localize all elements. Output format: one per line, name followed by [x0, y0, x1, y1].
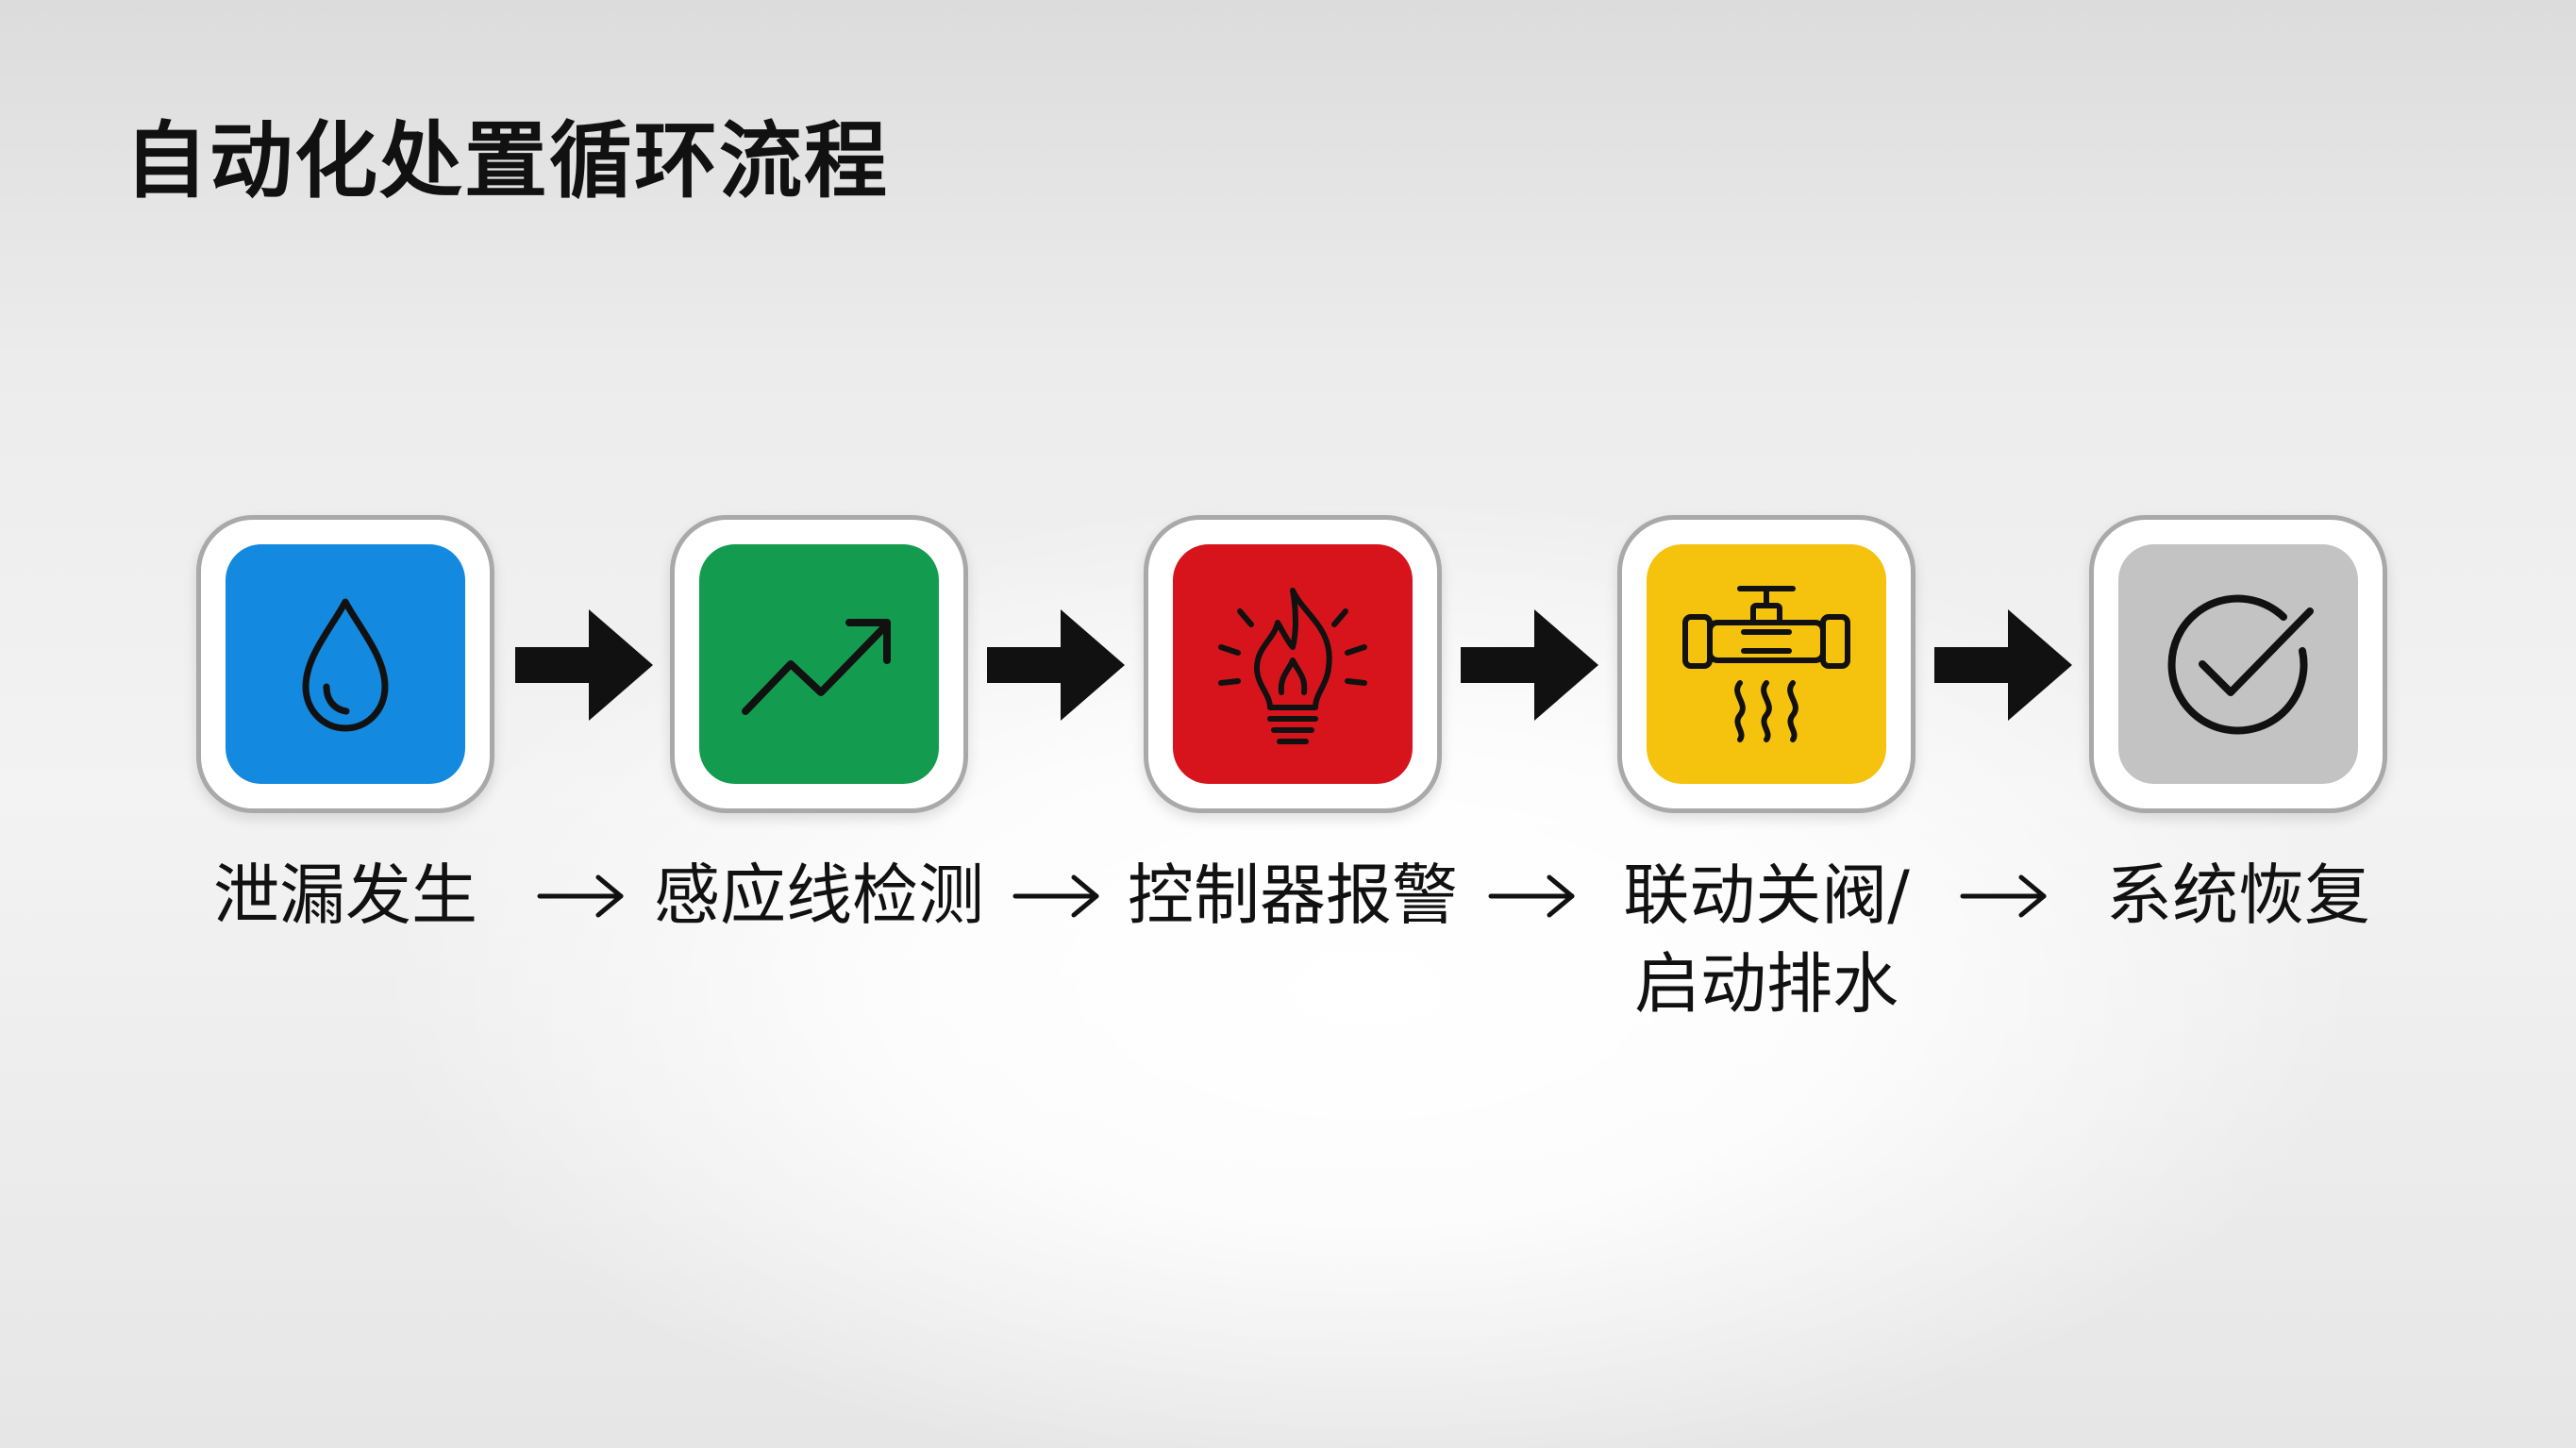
check-circle-icon [2167, 594, 2314, 735]
step-tile-alarm [1173, 544, 1413, 784]
step-label-leak: 泄漏发生 [213, 857, 477, 934]
step-card-alarm [1144, 515, 1442, 813]
trend-up-icon [742, 619, 891, 715]
step-tile-valve [1647, 544, 1886, 784]
step-card-leak [196, 515, 494, 813]
step-card-detect [670, 515, 968, 813]
step-tile-detect [699, 544, 939, 784]
label-arrow-4 [1960, 874, 2047, 918]
valve-pipe-icon [1682, 586, 1850, 742]
flow-arrow-3 [1461, 609, 1598, 721]
step-label-recover: 系统恢复 [2106, 857, 2370, 934]
step-tile-leak [226, 544, 465, 784]
step-card-valve [1617, 515, 1915, 813]
water-drop-icon [302, 598, 389, 732]
page-title: 自动化处置循环流程 [125, 112, 890, 209]
step-label-valve: 联动关阀/ 启动排水 [1623, 857, 1910, 1023]
flow-arrow-2 [987, 609, 1125, 721]
step-label-alarm: 控制器报警 [1128, 857, 1458, 934]
label-arrow-3 [1488, 874, 1575, 918]
label-arrow-1 [537, 874, 624, 918]
step-card-recover [2089, 515, 2387, 813]
flow-arrow-4 [1934, 609, 2072, 721]
alarm-flame-icon [1218, 588, 1367, 744]
label-arrow-2 [1012, 874, 1099, 918]
step-tile-recover [2118, 544, 2358, 784]
flow-arrow-1 [515, 609, 653, 721]
step-label-detect: 感应线检测 [654, 857, 984, 934]
